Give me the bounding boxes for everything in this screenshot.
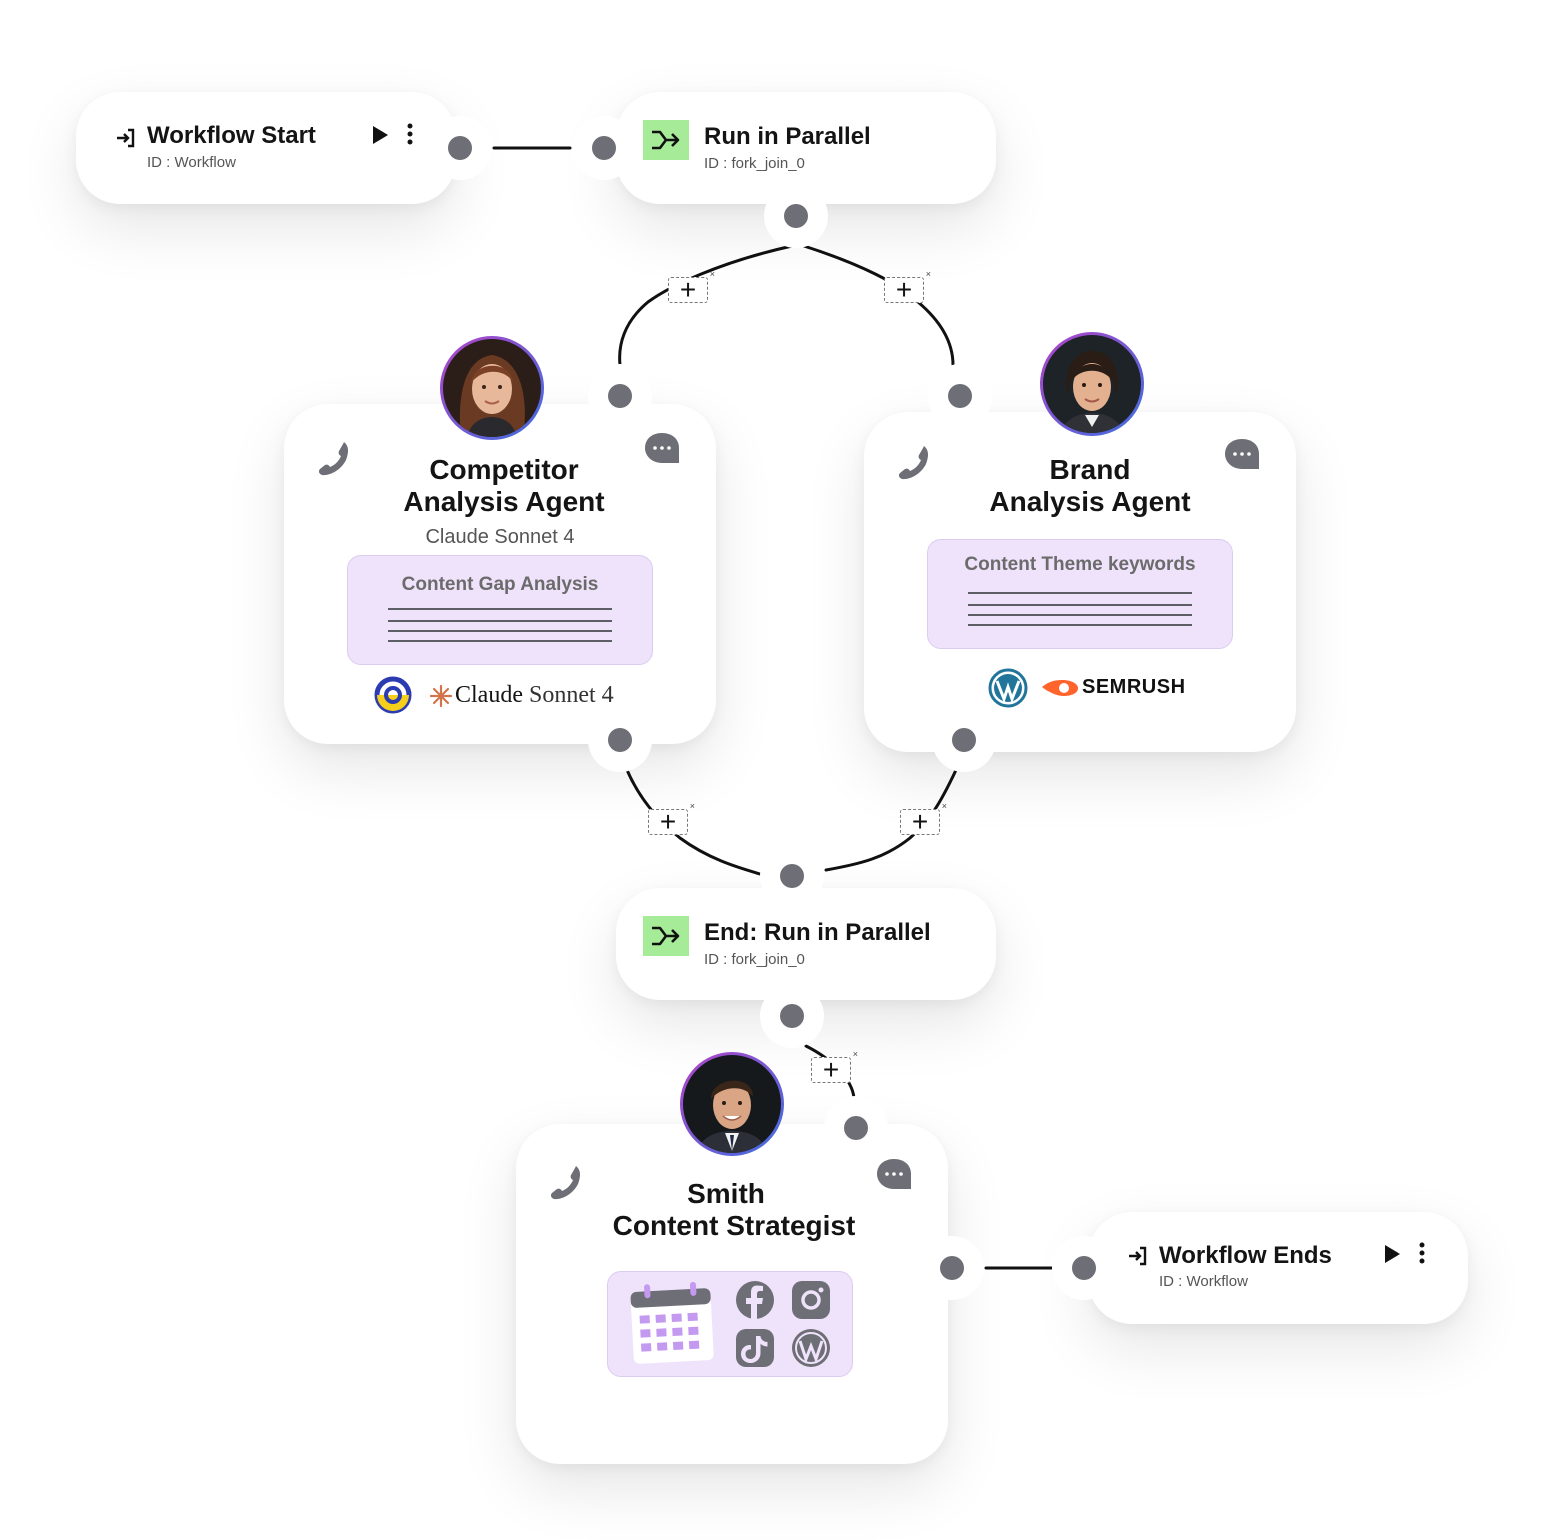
more-vertical-icon[interactable] bbox=[402, 122, 418, 148]
task-line bbox=[388, 640, 612, 642]
add-step-glyph: + bbox=[911, 806, 929, 837]
phone-icon[interactable] bbox=[896, 444, 932, 482]
add-step-button[interactable]: + × bbox=[668, 269, 715, 305]
task-line bbox=[968, 614, 1192, 616]
add-step-button[interactable]: + × bbox=[648, 801, 695, 837]
play-icon[interactable] bbox=[1382, 1243, 1402, 1265]
workflow-start-output-port[interactable] bbox=[428, 116, 492, 180]
chat-bubble-icon[interactable] bbox=[644, 432, 680, 464]
add-step-glyph: + bbox=[895, 274, 913, 305]
workflow-start-id: ID : Workflow bbox=[147, 154, 236, 171]
run-parallel-output-port[interactable] bbox=[764, 184, 828, 248]
competitor-task-label: Content Gap Analysis bbox=[401, 574, 599, 595]
competitor-agent-model: Claude Sonnet 4 bbox=[425, 526, 575, 548]
workflow-start-title: Workflow Start bbox=[147, 122, 316, 149]
brand-agent-title-line1: Brand bbox=[1049, 454, 1131, 485]
phone-icon[interactable] bbox=[548, 1164, 584, 1202]
competitor-agent-title-line1: Competitor bbox=[429, 454, 579, 485]
competitor-agent-avatar bbox=[440, 336, 544, 440]
facebook-icon bbox=[736, 1281, 774, 1319]
smith-agent-input-port[interactable] bbox=[824, 1096, 888, 1160]
task-line bbox=[968, 592, 1192, 594]
end-parallel-id: ID : fork_join_0 bbox=[704, 951, 805, 968]
brand-agent-output-port[interactable] bbox=[932, 708, 996, 772]
edge-competitor-to-end bbox=[625, 768, 762, 876]
quality-logo-icon bbox=[374, 676, 412, 714]
competitor-agent-title-line2: Analysis Agent bbox=[403, 486, 605, 517]
run-parallel-title: Run in Parallel bbox=[704, 123, 871, 150]
brand-task-card[interactable]: Content Theme keywords bbox=[927, 539, 1233, 649]
add-step-button[interactable]: + × bbox=[900, 801, 947, 837]
add-step-glyph: + bbox=[659, 806, 677, 837]
task-line bbox=[968, 624, 1192, 626]
fork-join-icon bbox=[643, 120, 689, 160]
add-step-glyph: + bbox=[822, 1054, 840, 1085]
smith-agent-avatar bbox=[680, 1052, 784, 1156]
smith-agent-title-line2: Content Strategist bbox=[612, 1210, 856, 1241]
play-icon[interactable] bbox=[370, 124, 390, 146]
instagram-icon bbox=[792, 1281, 830, 1319]
brand-agent-title-line2: Analysis Agent bbox=[989, 486, 1191, 517]
more-vertical-icon[interactable] bbox=[1414, 1241, 1430, 1267]
edge-brand-to-end bbox=[824, 768, 958, 872]
competitor-agent-output-port[interactable] bbox=[588, 708, 652, 772]
remove-edge-icon[interactable]: × bbox=[689, 801, 695, 811]
chat-bubble-icon[interactable] bbox=[1224, 438, 1260, 470]
run-parallel-input-port[interactable] bbox=[572, 116, 636, 180]
add-step-glyph: + bbox=[679, 274, 697, 305]
tiktok-icon bbox=[736, 1329, 774, 1367]
semrush-logo-text: SEMRUSH bbox=[1082, 676, 1186, 698]
smith-agent-output-port[interactable] bbox=[920, 1236, 984, 1300]
run-parallel-id: ID : fork_join_0 bbox=[704, 155, 805, 172]
remove-edge-icon[interactable]: × bbox=[925, 269, 931, 279]
task-line bbox=[388, 630, 612, 632]
task-line bbox=[388, 620, 612, 622]
workflow-ends-node[interactable]: Workflow Ends ID : Workflow bbox=[1088, 1212, 1468, 1324]
end-parallel-title: End: Run in Parallel bbox=[704, 919, 931, 946]
brand-agent-node[interactable]: Brand Analysis Agent Content Theme keywo… bbox=[864, 412, 1296, 752]
remove-edge-icon[interactable]: × bbox=[709, 269, 715, 279]
smith-tools-panel[interactable] bbox=[607, 1271, 853, 1377]
wordpress-icon bbox=[988, 668, 1028, 708]
enter-icon bbox=[117, 128, 135, 148]
claude-icon bbox=[430, 685, 452, 707]
remove-edge-icon[interactable]: × bbox=[852, 1049, 858, 1059]
brand-agent-avatar bbox=[1040, 332, 1144, 436]
smith-agent-title-line1: Smith bbox=[687, 1178, 765, 1209]
workflow-ends-title: Workflow Ends bbox=[1159, 1242, 1332, 1269]
workflow-ends-input-port[interactable] bbox=[1052, 1236, 1116, 1300]
claude-logo-model: Sonnet 4 bbox=[528, 682, 614, 708]
wordpress-icon bbox=[792, 1329, 830, 1367]
competitor-agent-node[interactable]: Competitor Analysis Agent Claude Sonnet … bbox=[284, 404, 716, 744]
claude-logo-text: Claude Sonnet 4 bbox=[455, 682, 614, 709]
brand-task-label: Content Theme keywords bbox=[964, 554, 1196, 575]
end-parallel-node[interactable]: End: Run in Parallel ID : fork_join_0 bbox=[616, 888, 996, 1000]
chat-bubble-icon[interactable] bbox=[876, 1158, 912, 1190]
enter-icon bbox=[1129, 1246, 1147, 1266]
fork-join-icon bbox=[643, 916, 689, 956]
phone-icon[interactable] bbox=[316, 440, 352, 478]
task-line bbox=[968, 604, 1192, 606]
task-line bbox=[388, 608, 612, 610]
add-step-button[interactable]: + × bbox=[811, 1049, 858, 1085]
edge-parallel-to-competitor bbox=[618, 244, 794, 367]
workflow-ends-id: ID : Workflow bbox=[1159, 1273, 1248, 1290]
remove-edge-icon[interactable]: × bbox=[941, 801, 947, 811]
end-parallel-output-port[interactable] bbox=[760, 984, 824, 1048]
calendar-icon bbox=[630, 1281, 714, 1364]
end-parallel-input-port[interactable] bbox=[760, 844, 824, 908]
smith-agent-node[interactable]: Smith Content Strategist bbox=[516, 1124, 948, 1464]
add-step-button[interactable]: + × bbox=[884, 269, 931, 305]
claude-logo-brand: Claude bbox=[455, 682, 523, 708]
competitor-agent-input-port[interactable] bbox=[588, 364, 652, 428]
brand-agent-input-port[interactable] bbox=[928, 364, 992, 428]
edge-parallel-to-brand bbox=[802, 244, 955, 367]
semrush-icon bbox=[1042, 680, 1078, 696]
workflow-start-node[interactable]: Workflow Start ID : Workflow bbox=[76, 92, 456, 204]
competitor-task-card[interactable]: Content Gap Analysis bbox=[347, 555, 653, 665]
